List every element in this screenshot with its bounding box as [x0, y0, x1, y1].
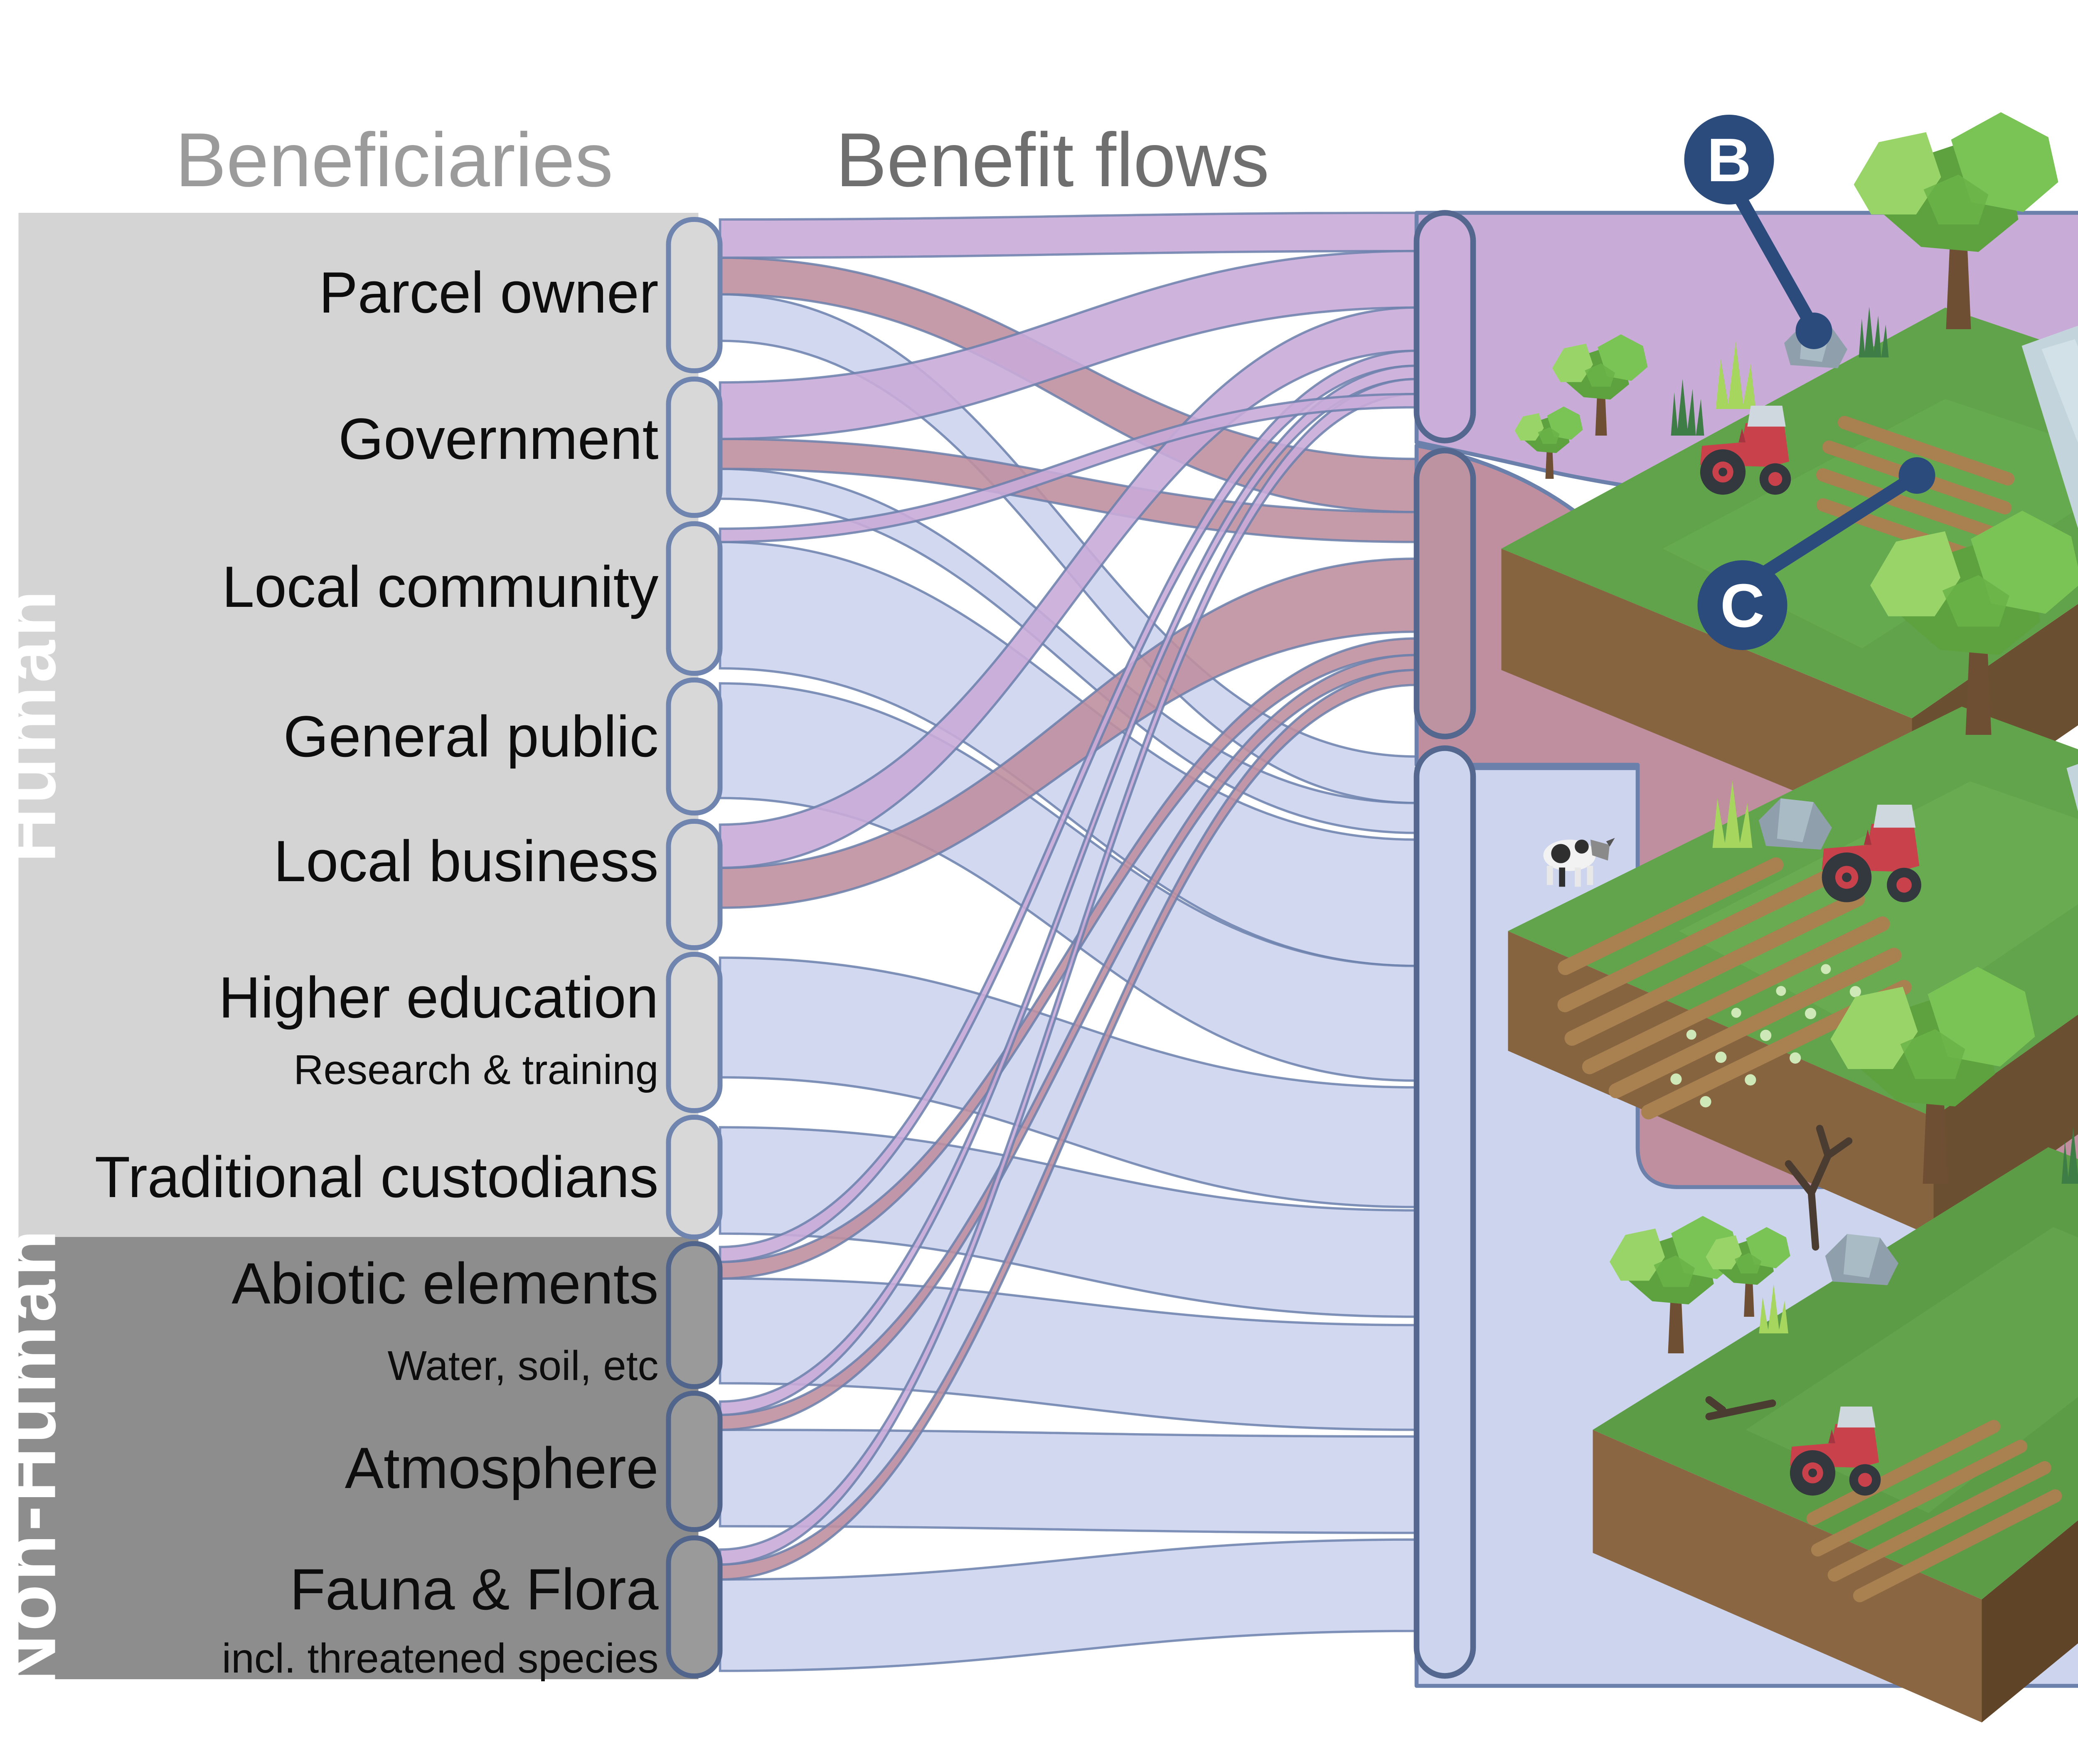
river: [2066, 764, 2078, 812]
node-general-public: [666, 678, 723, 815]
beneficiaries-header: Beneficiaries: [175, 117, 613, 202]
marker-b-label: B: [1707, 126, 1751, 195]
sublabel-abiotic-elements: Water, soil, etc: [387, 1343, 658, 1389]
label-higher-education: Higher education: [219, 965, 658, 1030]
collector-node-blue: [1413, 745, 1476, 1679]
crops: [1670, 964, 1891, 1108]
parcel-top-illustration: [1501, 112, 2078, 840]
node-abiotic-elements: [666, 1241, 723, 1389]
parcel-soil-right: [1933, 1015, 2078, 1237]
label-local-community: Local community: [222, 554, 658, 619]
node-parcel-owner: [666, 217, 723, 373]
label-abiotic-elements: Abiotic elements: [231, 1251, 658, 1316]
marker-c-line: [1762, 473, 1916, 578]
label-parcel-owner: Parcel owner: [319, 260, 658, 325]
label-traditional-custodians: Traditional custodians: [95, 1144, 659, 1210]
marker-b-dot: [1795, 313, 1832, 349]
marker-b-circle: [1684, 115, 1774, 204]
marker-c-circle: [1697, 560, 1787, 650]
group-label-non-human: Non-Human: [0, 1227, 71, 1690]
group-label-human: Human: [0, 587, 71, 863]
tilled-rows: [1806, 1420, 2062, 1602]
panel-human: [18, 213, 699, 1237]
node-local-business: [666, 819, 723, 950]
label-general-public: General public: [283, 704, 659, 769]
collector-node-red: [1413, 448, 1476, 739]
marker-c-dot: [1898, 457, 1935, 494]
node-atmosphere: [666, 1391, 723, 1532]
marker-b-line: [1733, 193, 1818, 329]
node-government: [666, 377, 723, 518]
flow-collector-nodes: [1413, 210, 1476, 1679]
beneficiary-labels: Parcel owner Government Local community …: [95, 260, 659, 1682]
sankey-ribbon: [719, 212, 1418, 259]
parcel-soil-left: [1501, 549, 1912, 840]
tilled-rows: [1557, 857, 1912, 1120]
sublabel-higher-education: Research & training: [293, 1047, 658, 1093]
collector-node-pink: [1413, 210, 1476, 443]
label-local-business: Local business: [273, 828, 658, 894]
benefit-flows-header: Benefit flows: [836, 117, 1269, 202]
node-traditional-custodians: [666, 1115, 723, 1239]
beneficiary-nodes: [666, 217, 723, 1678]
marker-c: C: [1697, 457, 1935, 650]
sublabel-fauna-flora: incl. threatened species: [222, 1635, 659, 1682]
node-higher-education: [666, 952, 723, 1113]
label-atmosphere: Atmosphere: [345, 1435, 659, 1500]
river-highlight: [2041, 339, 2078, 443]
parcel-middle-illustration: [1508, 510, 2078, 1237]
parcel-bottom-illustration: [1593, 967, 2078, 1722]
marker-b: B: [1684, 115, 1832, 349]
panel-non-human: [18, 1237, 699, 1679]
parcel-soil-left: [1593, 1430, 1982, 1722]
parcel-soil-right: [1982, 1520, 2078, 1722]
label-fauna-flora: Fauna & Flora: [290, 1557, 658, 1622]
node-fauna-flora: [666, 1535, 723, 1678]
label-government: Government: [338, 406, 658, 471]
node-local-community: [666, 521, 723, 676]
dead-log-icon: [1705, 1396, 1776, 1420]
sankey-ribbon: [719, 1538, 1418, 1672]
marker-c-label: C: [1720, 572, 1765, 640]
sankey-ribbons: [719, 212, 1418, 1672]
